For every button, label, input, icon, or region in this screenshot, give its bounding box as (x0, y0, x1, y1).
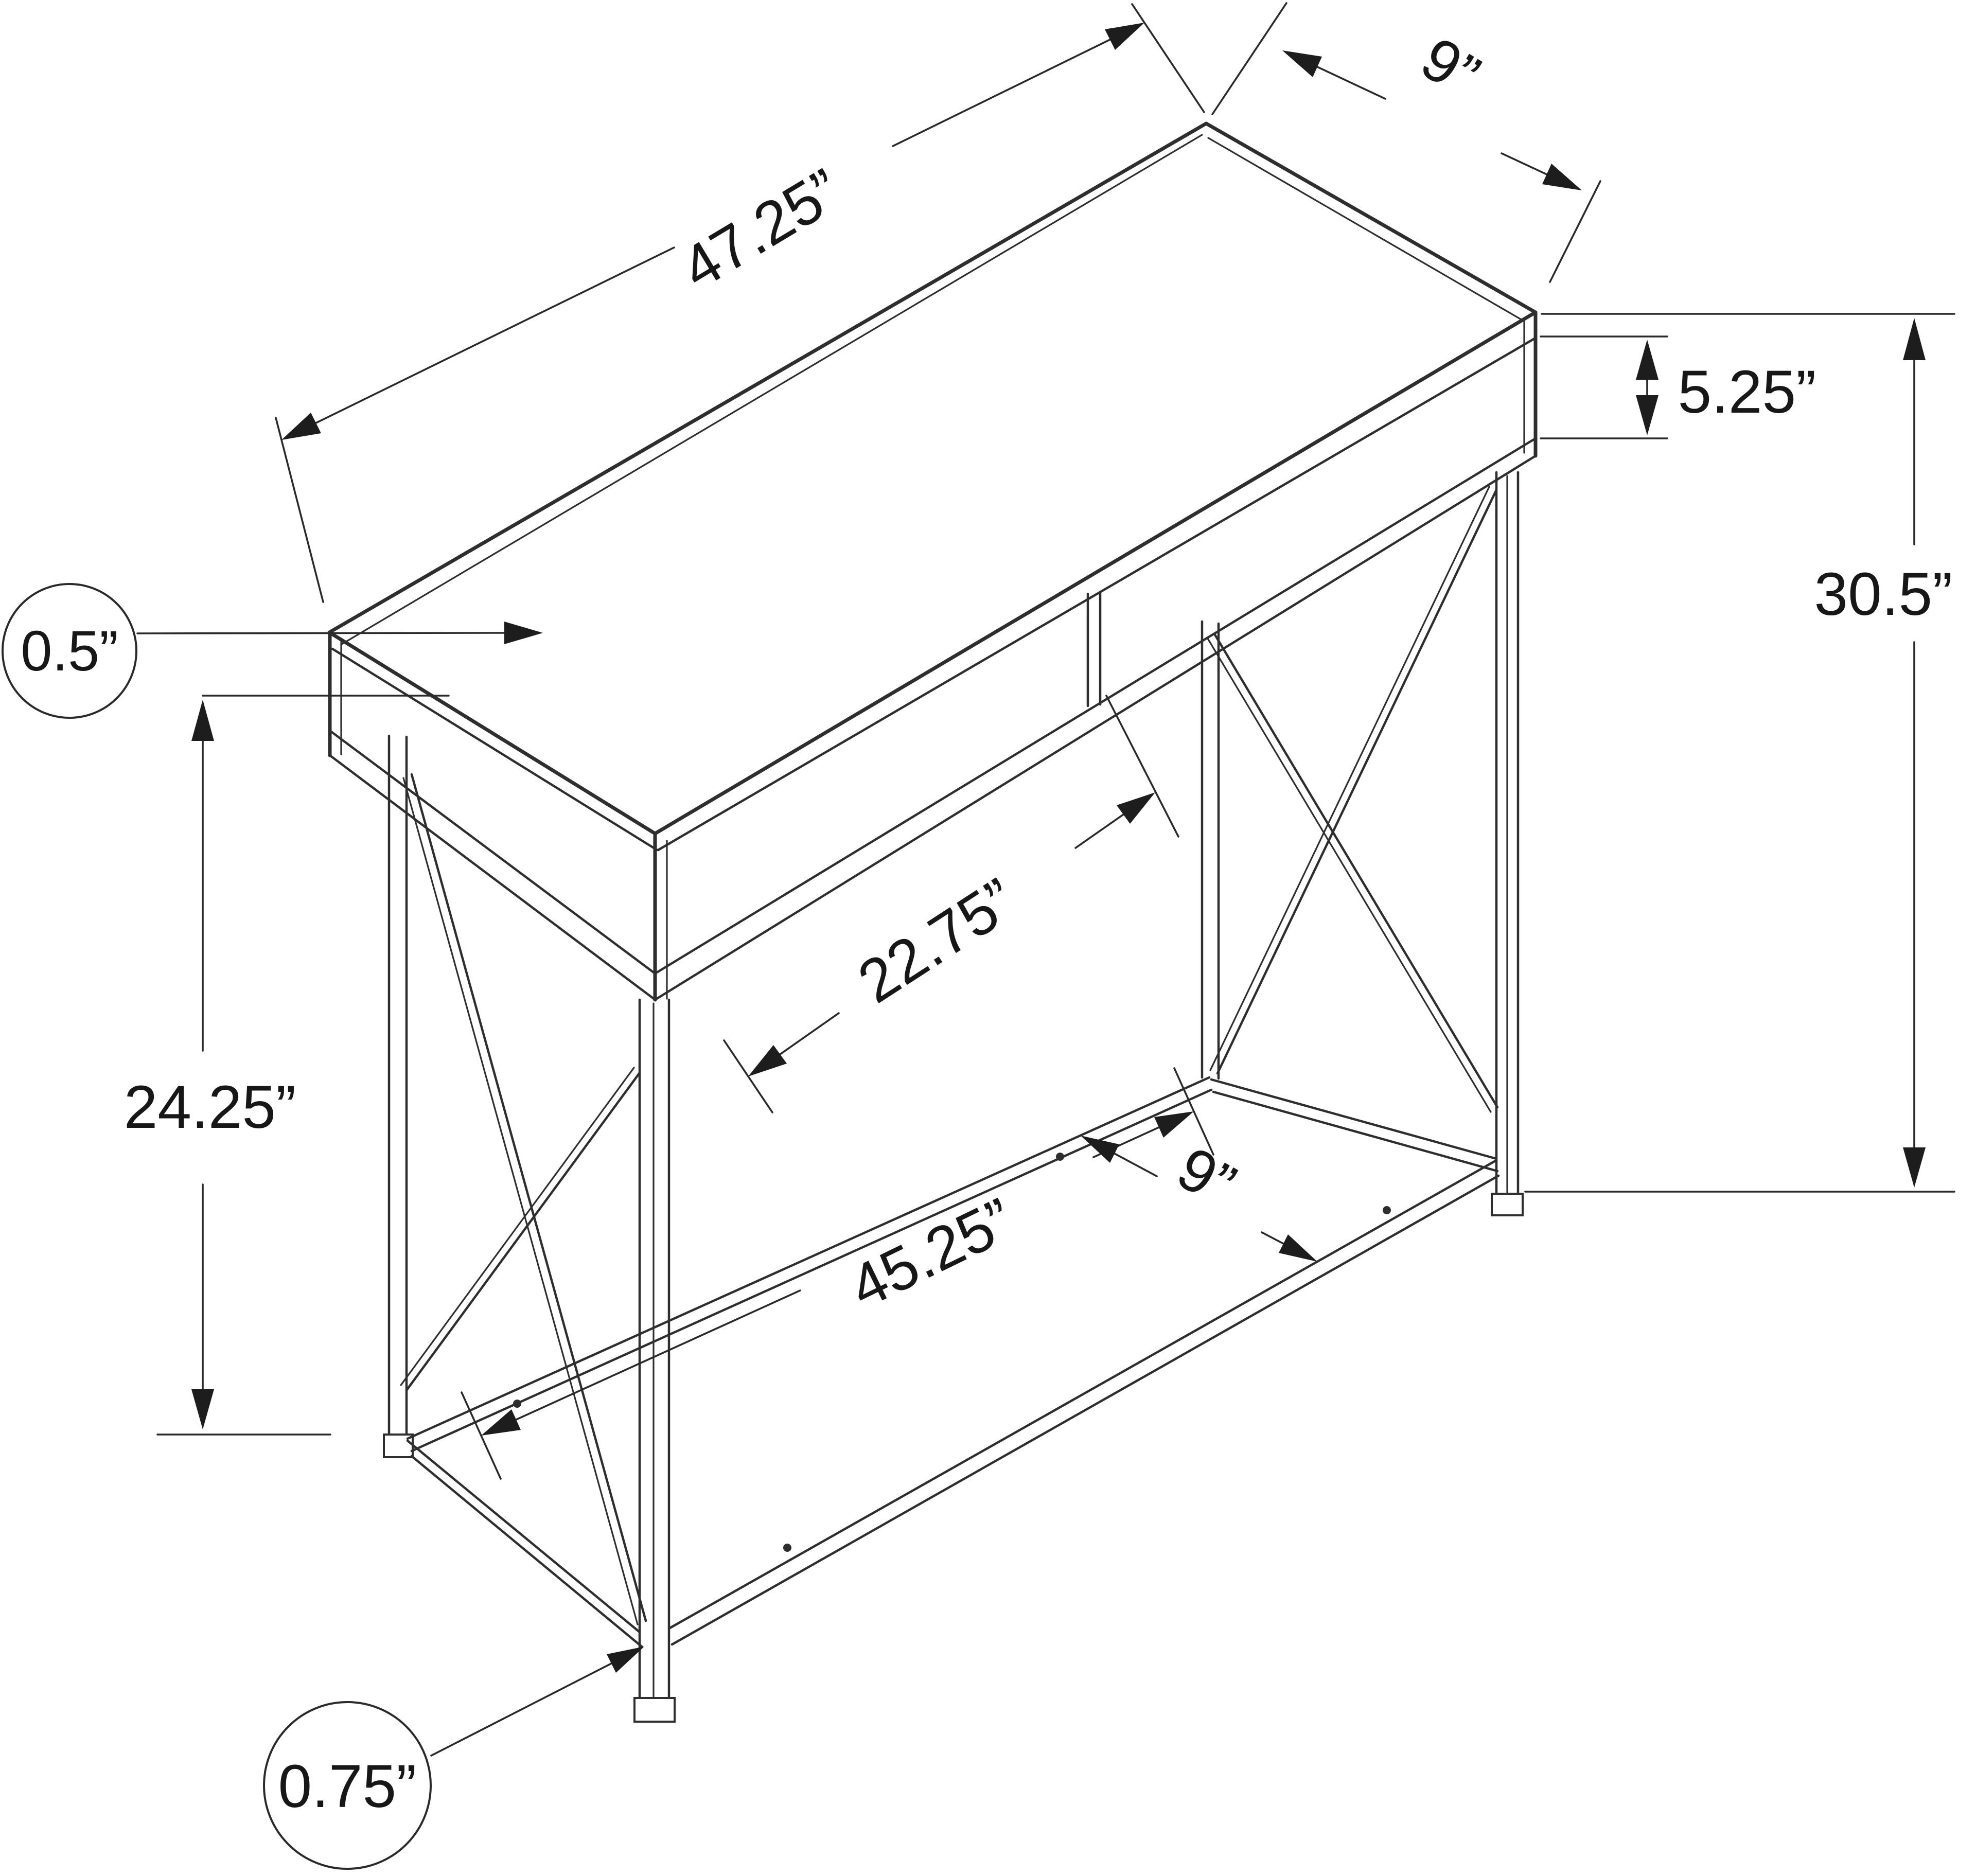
tabletop-left-thickness-line (331, 647, 659, 852)
arrowhead (1279, 1234, 1317, 1262)
left-x-diagonal-1 (410, 773, 647, 1622)
shelf-front-rail (671, 1174, 1500, 1646)
arrowhead (1154, 1111, 1194, 1138)
dimension-label-top-thickness: 0.5” (21, 620, 118, 683)
dimension-label-top-length: 47.25” (670, 156, 853, 303)
dimension-label-tube-thickness: 0.75” (278, 1753, 417, 1820)
shelf-screw-dot (783, 1544, 791, 1552)
tabletop-right-rim-line (1207, 137, 1523, 321)
dimension-label-top-depth: 9” (1410, 24, 1491, 110)
dimension-line (515, 1289, 801, 1421)
legs (383, 471, 1524, 1723)
dimension-shelf-length: 45.25” (461, 1067, 1214, 1480)
apron-rail-top-left (328, 729, 657, 975)
tabletop-front-thickness-line (657, 337, 1536, 852)
arrowhead (1903, 318, 1926, 360)
right-x-diagonal-2 (1213, 632, 1499, 1109)
x-brace-right-end (1207, 486, 1499, 1113)
shelf-screw-dot (1383, 1206, 1391, 1214)
apron-rail-bottom-left (328, 754, 657, 1001)
arrowhead (191, 1389, 214, 1429)
dimension-line (1316, 66, 1386, 100)
front-left-foot (633, 1697, 676, 1723)
front-right-foot (1491, 1193, 1524, 1216)
dimension-label-shelf-length: 45.25” (839, 1185, 1024, 1321)
extension-line (1211, 2, 1287, 115)
shelf-right-edge (1210, 1078, 1498, 1160)
extension-line (1105, 695, 1179, 838)
bottom-shelf (406, 1076, 1500, 1648)
dimension-base-height: 24.25” (124, 695, 450, 1436)
arrowhead (1081, 1136, 1119, 1163)
x-brace-left-end (400, 773, 647, 1625)
shelf-right-rail (1212, 1090, 1499, 1173)
dimension-line (1114, 1153, 1158, 1177)
shelf-back-rail (410, 1088, 1213, 1453)
tabletop-back-rim-line (341, 134, 1203, 645)
extension-line (275, 417, 324, 603)
dimension-line (779, 1012, 840, 1055)
extension-line (1131, 3, 1205, 113)
shelf-screw-dot (1056, 1153, 1064, 1161)
left-x-diagonal-2-edge (400, 1067, 635, 1386)
dimension-line (1501, 152, 1548, 175)
arrowhead (281, 413, 321, 440)
dimension-label-base-height: 24.25” (124, 1073, 296, 1141)
dimension-line (1261, 1231, 1284, 1245)
arrowhead (748, 1045, 787, 1076)
leader-line (430, 1662, 612, 1757)
dimension-label-opening-width: 22.75” (846, 865, 1028, 1016)
shelf-left-edge (406, 1439, 641, 1634)
callout-circle (2, 583, 137, 719)
arrowhead (481, 1409, 521, 1436)
apron-rail-bottom-front (654, 454, 1537, 1001)
left-x-diagonal-2 (405, 1071, 641, 1392)
dimension-line (315, 246, 675, 424)
shelf-screw-dot (513, 1400, 521, 1408)
tabletop-surface (327, 121, 1538, 836)
tabletop (327, 121, 1538, 852)
apron-rail-top-front (654, 437, 1537, 975)
arrowhead (607, 1647, 644, 1673)
dimension-overall-height: 30.5” (1524, 313, 1955, 1193)
arrowhead (1105, 23, 1144, 50)
dimension-label-shelf-depth: 9” (1167, 1134, 1247, 1219)
dimension-shelf-depth: 9” (1081, 1134, 1317, 1262)
dimension-opening-height: 5.25” (1540, 335, 1816, 439)
arrowhead (504, 622, 543, 644)
arrowhead (1636, 395, 1659, 435)
dimension-line (892, 39, 1111, 147)
callout-top-thickness: 0.5” (2, 583, 543, 719)
extension-line (1549, 180, 1601, 283)
right-x-diagonal-1-edge (1209, 486, 1490, 1071)
arrowhead (1542, 164, 1582, 190)
callout-tube-thickness: 0.75” (263, 1647, 644, 1870)
shelf-back-edge (406, 1076, 1211, 1440)
apron-shelf-compartment (328, 310, 1538, 1002)
left-x-diagonal-1-edge (402, 777, 639, 1625)
arrowhead (191, 700, 214, 741)
dimension-opening-width: 22.75” (723, 695, 1179, 1113)
right-x-diagonal-1 (1216, 488, 1498, 1075)
arrowhead (1903, 1147, 1926, 1188)
shelf-front-edge (667, 1159, 1498, 1630)
arrowhead (1636, 340, 1659, 380)
shelf-left-rail (410, 1455, 643, 1648)
dimension-label-overall-height: 30.5” (1814, 560, 1953, 628)
arrowhead (1117, 792, 1155, 824)
callout-circle (263, 1701, 432, 1870)
right-x-diagonal-2-edge (1207, 638, 1492, 1113)
dimension-label-opening-height: 5.25” (1678, 358, 1816, 426)
arrowhead (1282, 50, 1322, 77)
dimension-line (1074, 813, 1124, 849)
